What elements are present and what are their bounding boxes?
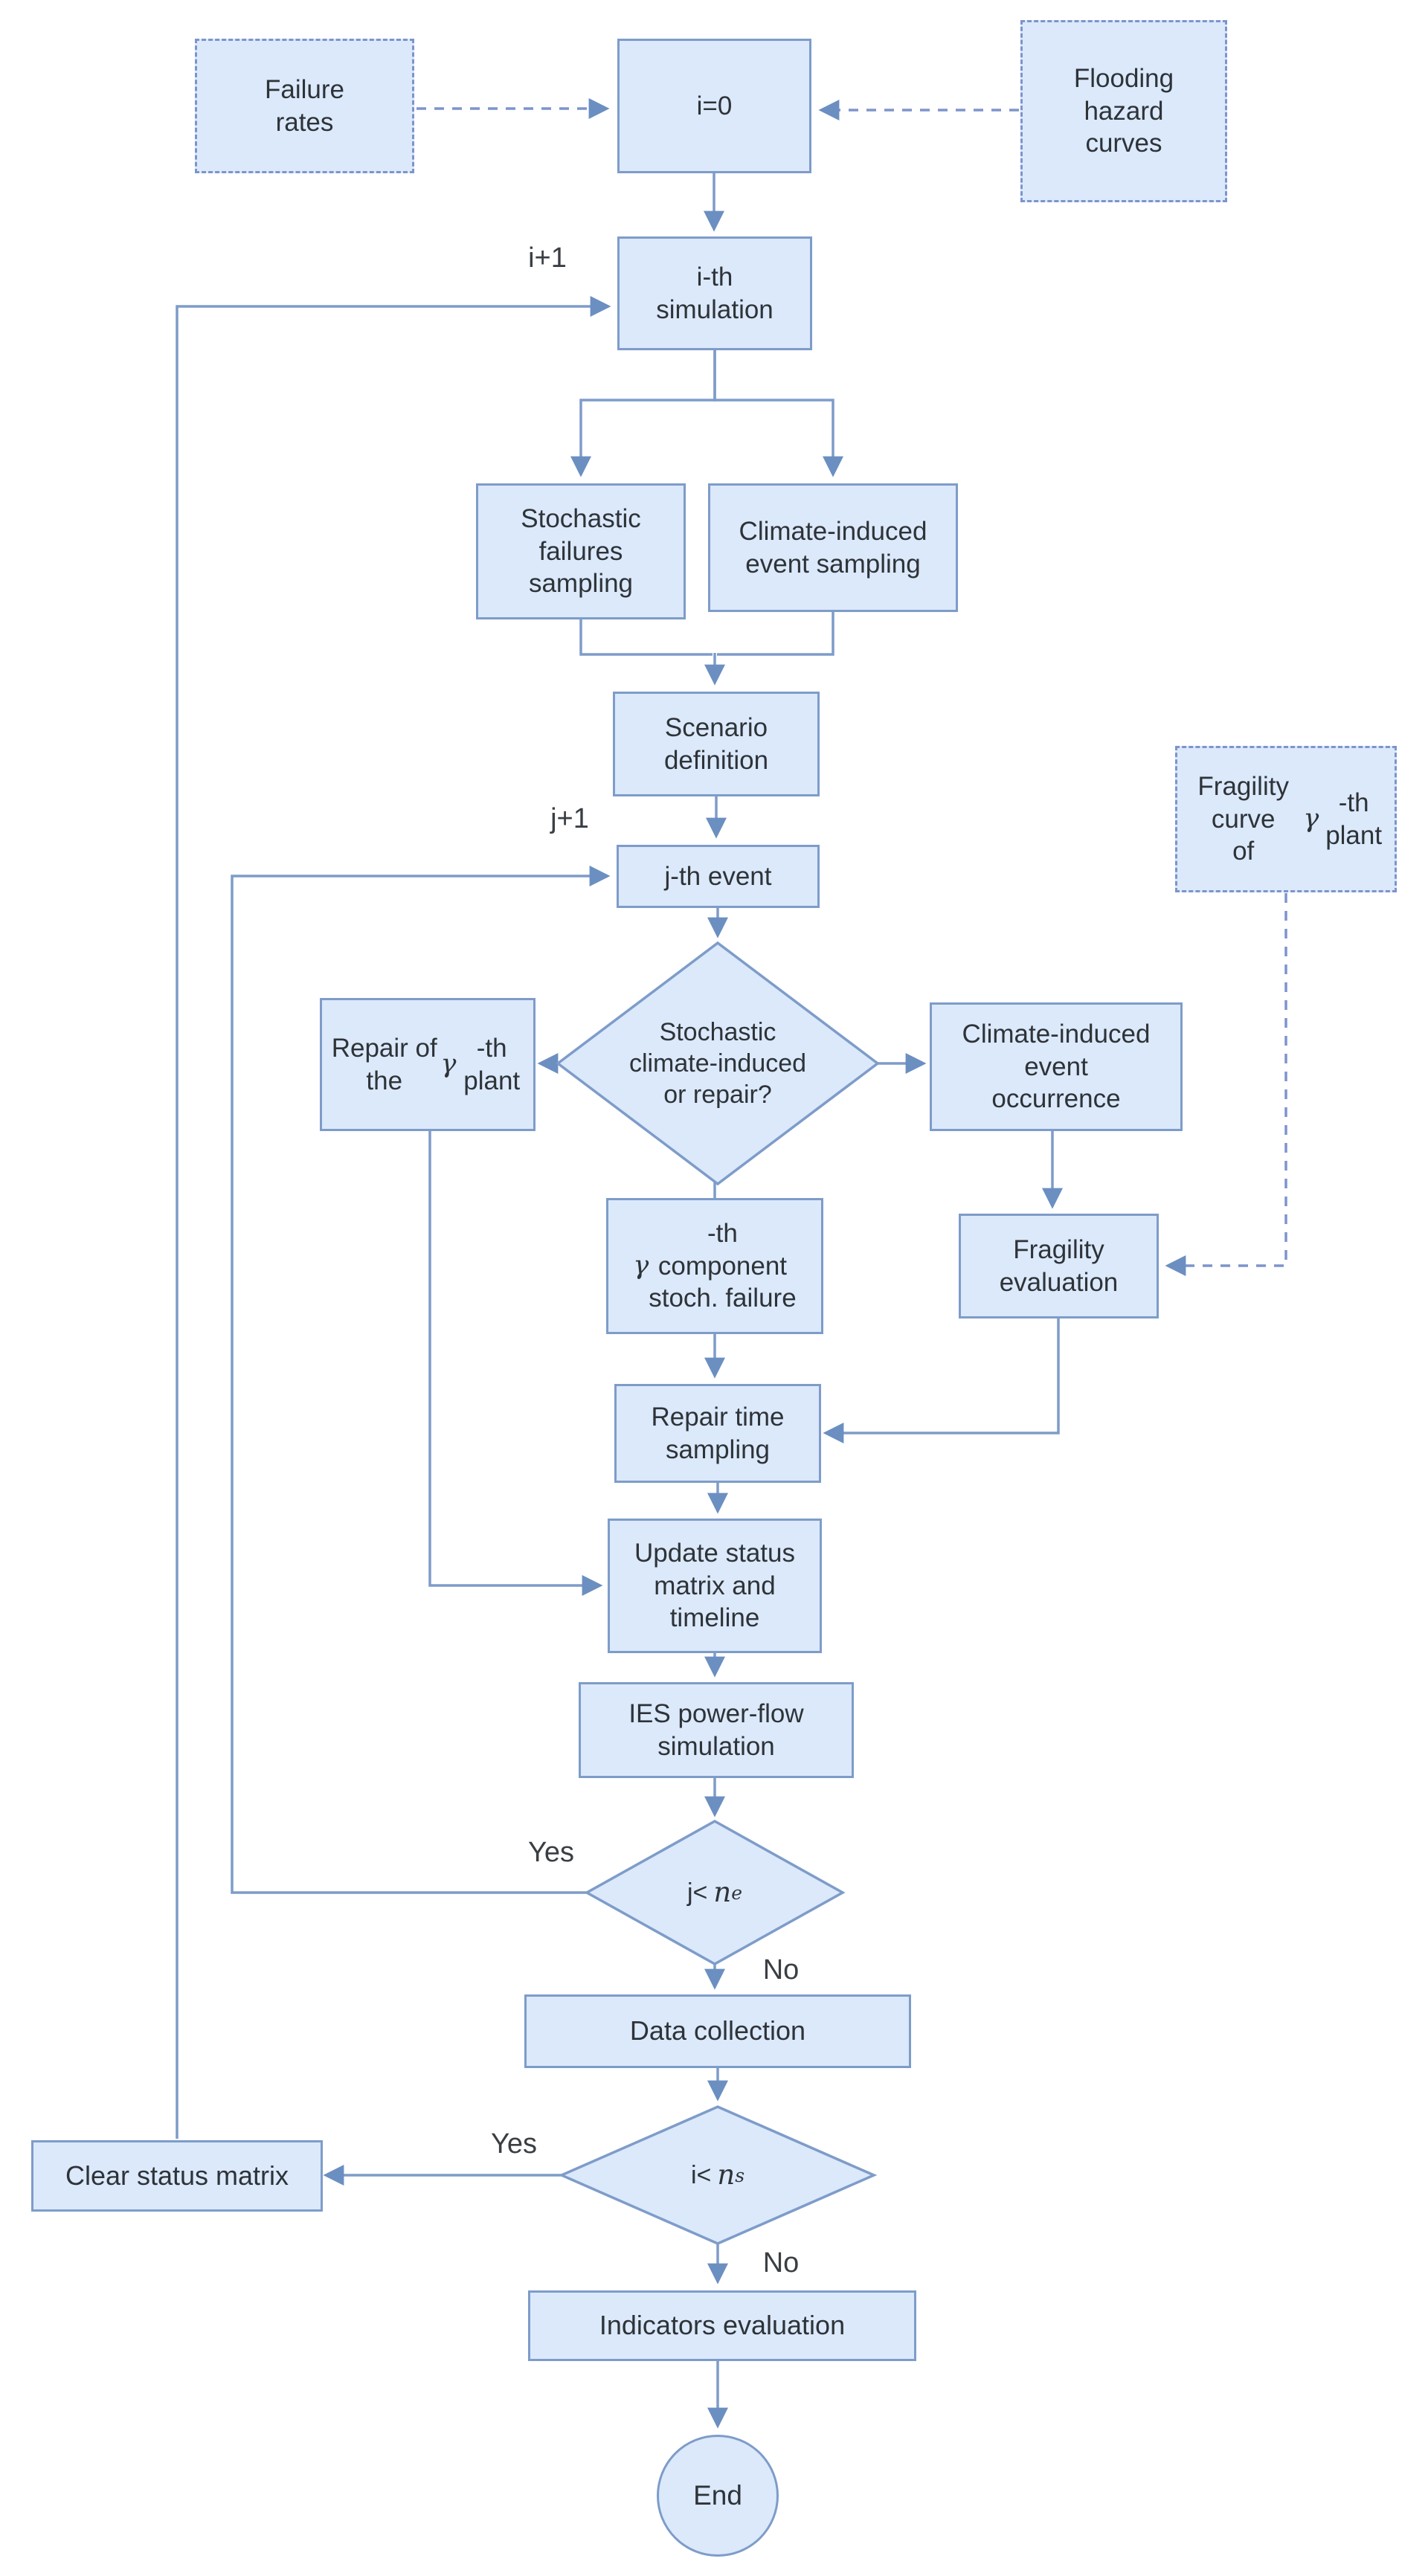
je-sub: e — [731, 1881, 743, 1904]
node-stochastic-failures-sampling: Stochastic failures sampling — [476, 483, 686, 619]
node-fragility-evaluation: Fragility evaluation — [959, 1214, 1159, 1318]
node-data-collection: Data collection — [524, 1994, 911, 2068]
is-sub: s — [735, 2164, 745, 2186]
solid-connectors — [176, 173, 1063, 2429]
node-flooding-hazard-curves: Flooding hazard curves — [1020, 20, 1227, 202]
edge-label-je-no: No — [762, 1954, 800, 1986]
node-i0: i=0 — [617, 39, 811, 173]
node-fragility-curve: Fragility curve of γ-th plant — [1175, 746, 1397, 892]
edge-label-i-plus-one: i+1 — [528, 242, 567, 274]
node-scenario-definition: Scenario definition — [613, 692, 820, 796]
decision-diamonds — [556, 941, 880, 2245]
dashed-connectors — [416, 98, 1287, 1276]
is-var: n — [717, 2159, 736, 2192]
stochastic-or-repair-label: Stochastic climate-induced or repair? — [628, 1017, 807, 1110]
je-check-diamond — [584, 1819, 846, 1966]
je-prefix: j< — [686, 1878, 708, 1907]
node-indicators-evaluation: Indicators evaluation — [528, 2290, 916, 2361]
node-climate-event-sampling: Climate-induced event sampling — [708, 483, 958, 612]
node-failure-rates: Failure rates — [195, 39, 414, 173]
edge-label-j-plus-one: j+1 — [550, 803, 589, 834]
node-climate-event-occurrence: Climate-induced event occurrence — [930, 1002, 1183, 1131]
stochastic-or-repair-diamond — [556, 941, 880, 1186]
edge-label-je-yes: Yes — [528, 1837, 574, 1868]
node-ies-power-flow-simulation: IES power-flow simulation — [579, 1682, 854, 1778]
is-prefix: i< — [690, 2160, 712, 2189]
node-jth-event: j-th event — [617, 845, 820, 908]
node-ith-simulation: i-th simulation — [617, 236, 812, 350]
node-end: End — [657, 2435, 779, 2557]
node-update-status-matrix: Update status matrix and timeline — [608, 1519, 822, 1653]
node-gamma-component-failure: γ-th component stoch. failure — [606, 1198, 823, 1334]
node-clear-status-matrix: Clear status matrix — [31, 2140, 323, 2212]
je-var: n — [713, 1876, 732, 1909]
edge-label-is-yes: Yes — [491, 2128, 537, 2160]
node-repair-time-sampling: Repair time sampling — [614, 1384, 821, 1483]
edge-label-is-no: No — [762, 2247, 800, 2279]
node-repair-plant: Repair of the γ-th plant — [320, 998, 536, 1131]
is-check-diamond — [558, 2105, 878, 2245]
